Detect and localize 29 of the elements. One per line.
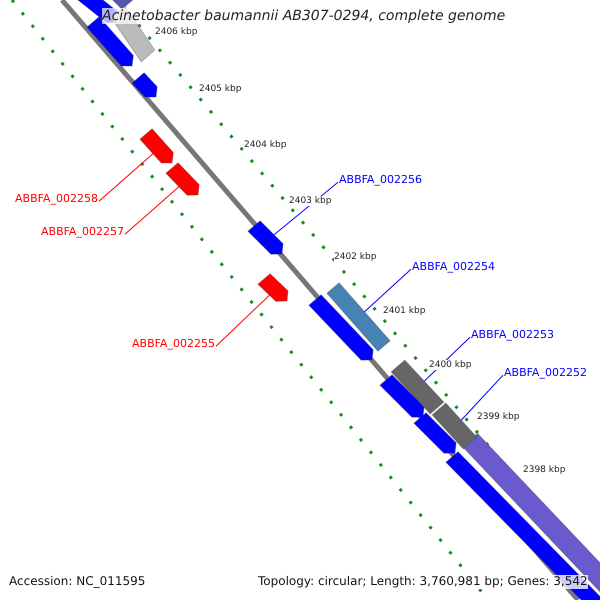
scale-label: 2399 kbp — [477, 412, 520, 422]
info-text: Accession: NC_011595 — [9, 575, 146, 589]
gene-label: ABBFA_002253 — [471, 329, 554, 342]
diagram-title: Acinetobacter baumannii AB307-0294, complete genome — [102, 8, 506, 24]
scale-label: 2405 kbp — [199, 84, 242, 94]
scale-label: 2401 kbp — [383, 306, 426, 316]
leader-line — [364, 268, 412, 312]
gene-label: ABBFA_002252 — [504, 367, 587, 380]
gene-segment — [257, 273, 289, 302]
info-text: Topology: circular; Length: 3,760,981 bp; Genes: 3,542 — [258, 575, 588, 589]
gene-segment — [431, 402, 478, 450]
gene-segment — [139, 128, 174, 164]
gene-label: ABBFA_002255 — [132, 338, 215, 351]
gene-segment — [165, 162, 200, 196]
gene-segment — [247, 220, 284, 255]
scale-label: 2406 kbp — [155, 27, 198, 38]
leader-line — [98, 153, 154, 202]
scale-label: 2402 kbp — [334, 252, 376, 262]
gene-label: ABBFA_002254 — [412, 261, 495, 274]
gene-label: ABBFA_002257 — [41, 226, 124, 239]
leader-line — [215, 294, 270, 347]
scale-label: 2404 kbp — [244, 140, 286, 150]
leader-line — [124, 186, 180, 235]
scale-label: 2398 kbp — [523, 465, 566, 476]
gene-label: ABBFA_002256 — [339, 174, 422, 187]
scale-label: 2400 kbp — [429, 360, 472, 370]
leader-line — [460, 374, 504, 421]
gene-label: ABBFA_002258 — [15, 193, 98, 206]
scale-label: 2403 kbp — [289, 196, 332, 206]
